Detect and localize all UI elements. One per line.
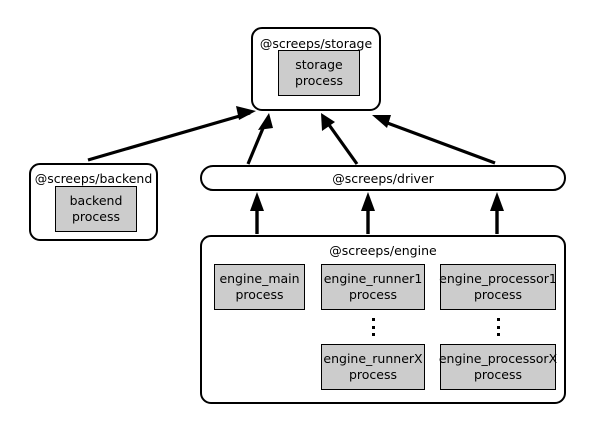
process-engine-processorx-line2: process bbox=[473, 367, 523, 382]
package-backend[interactable]: @screeps/backend backend process bbox=[29, 163, 158, 241]
process-storage-line1: storage bbox=[295, 57, 343, 72]
process-engine-processor1-line1: engine_processor1 bbox=[439, 271, 557, 286]
process-backend-line2: process bbox=[71, 209, 121, 224]
package-engine-label: @screeps/engine bbox=[329, 243, 437, 258]
process-engine-processor1-line2: process bbox=[473, 287, 523, 302]
package-storage[interactable]: @screeps/storage storage process bbox=[251, 27, 381, 111]
process-engine-main[interactable]: engine_main process bbox=[214, 264, 305, 310]
process-engine-runner1[interactable]: engine_runner1 process bbox=[321, 264, 425, 310]
process-engine-main-line1: engine_main bbox=[219, 271, 300, 286]
package-driver[interactable]: @screeps/driver bbox=[200, 165, 566, 191]
edge-driver-left-to-storage bbox=[246, 113, 273, 165]
package-backend-label: @screeps/backend bbox=[34, 171, 153, 186]
process-engine-main-line2: process bbox=[235, 287, 284, 302]
process-engine-processor1[interactable]: engine_processor1 process bbox=[439, 264, 557, 310]
process-engine-runnerx-line1: engine_runnerX bbox=[323, 351, 423, 366]
package-driver-label: @screeps/driver bbox=[332, 170, 434, 186]
ellipsis-runner-column bbox=[370, 318, 376, 336]
ellipsis-processor-column bbox=[495, 318, 501, 336]
package-storage-label: @screeps/storage bbox=[259, 36, 373, 51]
process-backend[interactable]: backend process bbox=[55, 186, 137, 232]
edge-backend-to-storage bbox=[87, 106, 256, 162]
edge-engine-runner-to-driver bbox=[361, 192, 375, 234]
process-engine-runner1-line2: process bbox=[348, 287, 398, 302]
process-storage[interactable]: storage process bbox=[278, 50, 360, 96]
process-storage-line2: process bbox=[294, 73, 344, 88]
process-engine-runnerx[interactable]: engine_runnerX process bbox=[321, 344, 425, 390]
edge-driver-right-to-storage bbox=[372, 115, 496, 165]
package-engine[interactable]: @screeps/engine engine_main process engi… bbox=[200, 235, 566, 404]
edge-engine-main-to-driver bbox=[250, 192, 264, 234]
edge-driver-mid-to-storage bbox=[321, 113, 359, 165]
process-engine-runner1-line1: engine_runner1 bbox=[323, 271, 423, 286]
process-engine-processorx-line1: engine_processorX bbox=[438, 351, 558, 366]
edge-engine-processor-to-driver bbox=[490, 192, 504, 234]
process-engine-processorx[interactable]: engine_processorX process bbox=[438, 344, 558, 390]
process-engine-runnerx-line2: process bbox=[348, 367, 398, 382]
process-backend-line1: backend bbox=[69, 193, 123, 208]
